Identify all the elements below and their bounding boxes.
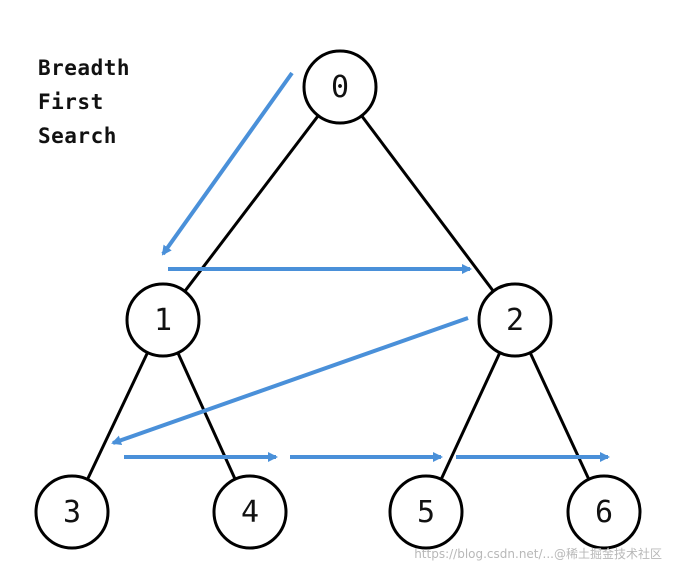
tree-node-3: 3 [34, 474, 110, 550]
tree-node-4: 4 [212, 474, 288, 550]
node-circle [34, 474, 110, 550]
node-label: 5 [417, 495, 435, 530]
node-label: 2 [506, 303, 524, 338]
bfs-arrow-1 [161, 71, 294, 256]
tree-edge-n0-n1 [183, 114, 320, 293]
node-label: 0 [331, 70, 349, 105]
node-label: 1 [154, 303, 172, 338]
node-circle [566, 474, 642, 550]
tree-edge-n0-n2 [360, 114, 495, 293]
tree-edge-n1-n3 [86, 351, 149, 481]
node-circle [302, 49, 378, 125]
node-circle [388, 474, 464, 550]
node-label: 6 [595, 495, 613, 530]
tree-node-0: 0 [302, 49, 378, 125]
node-label: 4 [241, 495, 259, 530]
node-circle [125, 282, 201, 358]
nodes-layer: 0 1 2 3 4 5 6 [34, 49, 642, 550]
bfs-arrow-3 [111, 316, 469, 446]
watermark: https://blog.csdn.net/...@稀土掘金技术社区 [414, 547, 662, 561]
tree-edge-n2-n6 [528, 352, 591, 480]
tree-node-1: 1 [125, 282, 201, 358]
tree-node-2: 2 [477, 282, 553, 358]
bfs-arrows-layer [111, 71, 610, 462]
tree-node-5: 5 [388, 474, 464, 550]
node-circle [212, 474, 288, 550]
caption-line-2: First [38, 90, 104, 114]
tree-node-6: 6 [566, 474, 642, 550]
caption-line-3: Search [38, 124, 117, 148]
tree-edge-n2-n5 [439, 352, 502, 480]
node-label: 3 [63, 495, 81, 530]
node-circle [477, 282, 553, 358]
caption-line-1: Breadth [38, 56, 131, 80]
